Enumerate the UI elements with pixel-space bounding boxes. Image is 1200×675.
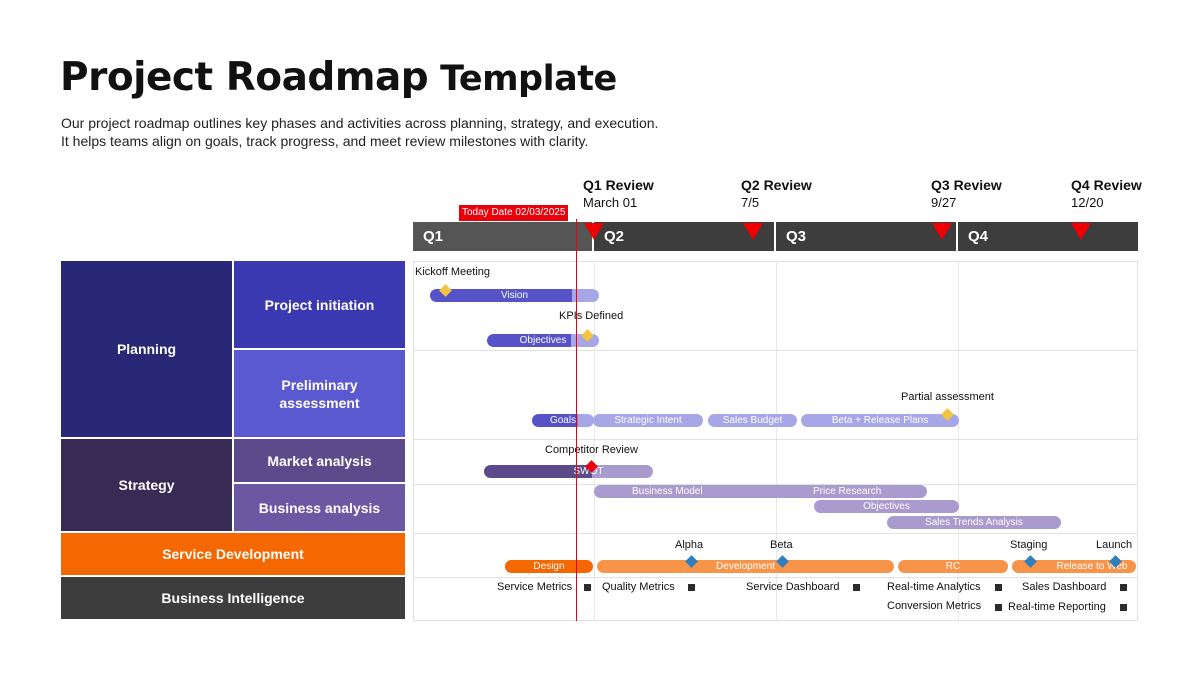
review-marker-icon <box>743 223 763 240</box>
review-date: 7/5 <box>741 195 760 210</box>
title-bold: Project Roadmap <box>60 55 429 100</box>
milestone-label: Beta <box>770 539 793 551</box>
bar-label: Business Model <box>632 486 703 497</box>
bar-development: Development <box>597 560 894 573</box>
row-market-analysis: Market analysis <box>234 439 407 484</box>
row-strategy: Strategy <box>61 439 234 533</box>
title-light: Template <box>440 59 617 99</box>
row-divider <box>413 577 1138 578</box>
deliverable-marker-icon <box>995 604 1002 611</box>
quarter-divider <box>594 261 595 621</box>
review-date: 12/20 <box>1071 195 1104 210</box>
bar-rc: RC <box>898 560 1008 573</box>
review-marker-icon <box>1071 223 1091 240</box>
row-business-intelligence: Business Intelligence <box>61 577 407 621</box>
today-line <box>576 219 577 621</box>
milestone-label: Partial assessment <box>901 391 994 403</box>
quarter-divider <box>776 261 777 621</box>
bar-label: Price Research <box>813 486 882 497</box>
bar-objectives: Objectives <box>487 334 599 347</box>
bar-sales-budget: Sales Budget <box>708 414 797 427</box>
timeline-grid <box>413 261 1138 621</box>
row-divider <box>413 533 1138 534</box>
row-preliminary-assessment: Preliminary assessment <box>234 350 407 439</box>
deliverable-marker-icon <box>1120 584 1127 591</box>
page-subtitle: Our project roadmap outlines key phases … <box>61 114 658 150</box>
bar-goals: Goals <box>532 414 594 427</box>
review-marker-icon <box>932 223 952 240</box>
quarter-q4: Q4 <box>968 228 989 245</box>
review-date: 9/27 <box>931 195 957 210</box>
quarter-divider <box>958 261 959 621</box>
bar-business-model: Business Model Price Research <box>594 485 927 498</box>
deliverable-label: Conversion Metrics <box>887 600 982 612</box>
row-divider <box>413 439 1138 440</box>
milestone-label: Competitor Review <box>545 444 638 456</box>
bar-strategic-intent: Strategic Intent <box>593 414 703 427</box>
subtitle-line-1: Our project roadmap outlines key phases … <box>61 115 659 131</box>
row-service-development: Service Development <box>61 533 407 577</box>
review-q1: Q1 Review March 01 <box>583 176 654 212</box>
deliverable-marker-icon <box>584 584 591 591</box>
deliverable-label: Real-time Analytics <box>887 581 981 593</box>
deliverable-marker-icon <box>688 584 695 591</box>
deliverable-label: Real-time Reporting <box>1008 601 1106 613</box>
bar-swot-label: SWOT <box>573 466 604 477</box>
review-q4: Q4 Review 12/20 <box>1071 176 1142 212</box>
quarter-q1: Q1 <box>413 222 594 251</box>
review-name: Q4 Review <box>1071 177 1142 193</box>
bar-label: Release to Web <box>1056 561 1128 572</box>
deliverable-marker-icon <box>1120 604 1127 611</box>
deliverable-label: Service Metrics <box>497 581 573 593</box>
bar-sales-trends: Sales Trends Analysis <box>887 516 1061 529</box>
milestone-label: Alpha <box>675 539 704 551</box>
bar-design: Design <box>505 560 593 573</box>
deliverable-label: Service Dashboard <box>746 581 840 593</box>
row-divider <box>413 350 1138 351</box>
review-marker-icon <box>584 223 604 240</box>
subtitle-line-2: It helps teams align on goals, track pro… <box>61 133 589 149</box>
row-project-initiation: Project initiation <box>234 261 407 350</box>
bar-objectives: Objectives <box>814 500 959 513</box>
milestone-label: Staging <box>1010 539 1048 551</box>
review-name: Q3 Review <box>931 177 1002 193</box>
row-divider <box>413 484 1138 485</box>
milestone-label: Kickoff Meeting <box>415 266 491 278</box>
milestone-label: Launch <box>1096 539 1133 551</box>
deliverable-marker-icon <box>853 584 860 591</box>
review-name: Q2 Review <box>741 177 812 193</box>
deliverable-label: Quality Metrics <box>602 581 675 593</box>
quarter-q3: Q3 <box>776 222 958 251</box>
deliverable-marker-icon <box>995 584 1002 591</box>
review-q2: Q2 Review 7/5 <box>741 176 812 212</box>
quarter-q2: Q2 <box>594 222 776 251</box>
bar-swot: SWOT <box>484 465 653 478</box>
review-date: March 01 <box>583 195 638 210</box>
bar-release-to-web: Release to Web <box>1012 560 1136 573</box>
today-date-label: Today Date 02/03/2025 <box>459 205 569 221</box>
milestone-label: KPIs Defined <box>559 310 624 322</box>
quarter-bar: Q1 Q2 Q3 Q4 <box>413 222 1138 251</box>
review-q3: Q3 Review 9/27 <box>931 176 1002 212</box>
bar-vision: Vision <box>430 289 599 302</box>
row-planning: Planning <box>61 261 234 439</box>
bar-beta-release-plans: Beta + Release Plans <box>801 414 959 427</box>
review-name: Q1 Review <box>583 177 654 193</box>
deliverable-label: Sales Dashboard <box>1022 581 1107 593</box>
page-title: Project Roadmap Template <box>60 54 617 103</box>
row-business-analysis: Business analysis <box>234 484 407 533</box>
